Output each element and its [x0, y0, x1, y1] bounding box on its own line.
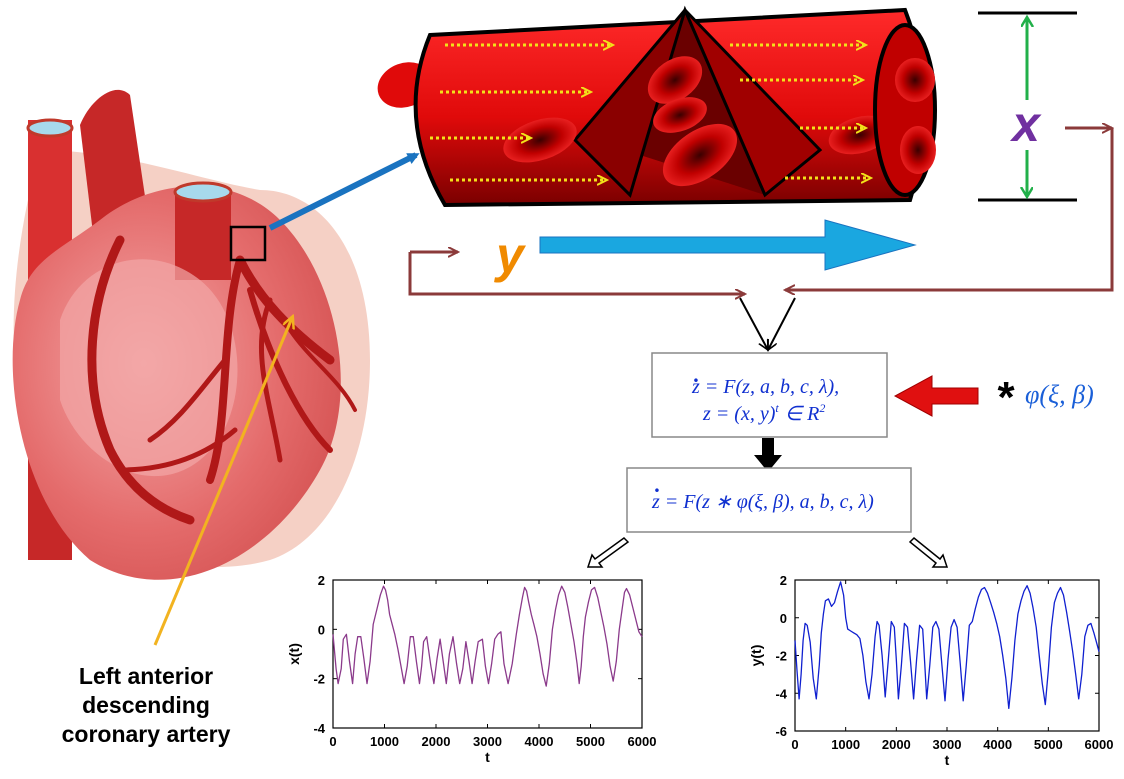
x-xtick-label: 0 — [329, 734, 336, 749]
blood-cell — [895, 58, 935, 102]
derivative-dot-2: . — [655, 472, 661, 497]
equation-box-2 — [626, 467, 912, 533]
x-ytick-label: 2 — [318, 573, 325, 588]
y-xtick-label: 1000 — [831, 737, 860, 752]
convolution-star: * — [997, 373, 1015, 422]
equation-2: z = F(z ∗ φ(ξ, β), a, b, c, λ) — [651, 491, 874, 513]
x-xtick-label: 2000 — [422, 734, 451, 749]
blood-cell — [647, 56, 703, 104]
artery-label: Left anterior descending coronary artery — [62, 663, 231, 747]
variable-y-label: y — [493, 227, 526, 283]
y-ytick-label: -4 — [775, 686, 787, 701]
x-axis-xlabel: t — [485, 749, 490, 765]
y-plot-frame — [794, 579, 1100, 732]
zoom-arrow — [268, 152, 420, 231]
x-xtick-label: 5000 — [576, 734, 605, 749]
blood-cell — [653, 97, 707, 133]
y-xtick-label: 0 — [791, 737, 798, 752]
x-xtick-label: 4000 — [525, 734, 554, 749]
artery-label-line-2: descending — [82, 692, 210, 718]
x-plot-frame — [332, 579, 643, 729]
y-series-line — [794, 581, 1100, 710]
chart-y-of-t: 0 1000 2000 3000 4000 5000 6000 2 0 -2 -4 -6 t y(t) — [748, 573, 1113, 768]
blood-cell — [662, 123, 738, 187]
y-axis-ylabel: y(t) — [748, 645, 764, 667]
artery-label-line-3: coronary artery — [62, 721, 231, 747]
y-xtick-label: 3000 — [933, 737, 962, 752]
x-axis-ylabel: x(t) — [286, 643, 302, 665]
output-arrows — [586, 536, 949, 568]
chart-x-of-t: 0 1000 2000 3000 4000 5000 6000 2 0 -2 -4 t x(t) — [286, 573, 656, 765]
y-xtick-label: 4000 — [983, 737, 1012, 752]
x-xtick-label: 1000 — [370, 734, 399, 749]
heart-illustration — [12, 89, 371, 580]
derivative-dot-1: . — [694, 362, 700, 387]
feedback-paths — [408, 128, 1112, 294]
zoom-region-box — [229, 225, 267, 262]
x-ytick-label: 0 — [318, 622, 325, 637]
x-series-line — [332, 585, 643, 687]
y-axis-xlabel: t — [945, 752, 950, 768]
artery-label-line-1: Left anterior — [79, 663, 213, 689]
x-ytick-label: -4 — [313, 721, 325, 736]
blood-cell — [900, 126, 936, 174]
perturbation-function: φ(ξ, β) — [1025, 380, 1094, 409]
x-ytick-label: -2 — [313, 672, 325, 687]
blood-cell — [503, 117, 577, 163]
equation-1-line-2: z = (x, y)t∈ R2 — [702, 401, 825, 425]
variable-x-label: x — [1009, 96, 1042, 152]
y-xtick-label: 5000 — [1034, 737, 1063, 752]
equation-1-line-1: z = F(z, a, b, c, λ), — [691, 376, 839, 398]
y-ytick-label: 2 — [780, 573, 787, 588]
x-xtick-label: 3000 — [473, 734, 502, 749]
x-xtick-label: 6000 — [628, 734, 657, 749]
artery-segment — [377, 5, 937, 208]
merge-arrows — [739, 297, 796, 350]
equation-box-1 — [651, 352, 888, 438]
blood-flow-arrows — [430, 45, 870, 180]
y-xtick-label: 6000 — [1085, 737, 1114, 752]
y-ytick-label: 0 — [780, 611, 787, 626]
flow-direction-arrow — [539, 219, 917, 271]
perturbation-arrow — [893, 375, 979, 417]
artery-pointer — [153, 318, 292, 646]
y-ytick-label: -6 — [775, 724, 787, 739]
y-xtick-label: 2000 — [882, 737, 911, 752]
y-ytick-label: -2 — [775, 649, 787, 664]
diameter-indicator — [978, 11, 1077, 202]
down-arrow — [754, 438, 782, 472]
